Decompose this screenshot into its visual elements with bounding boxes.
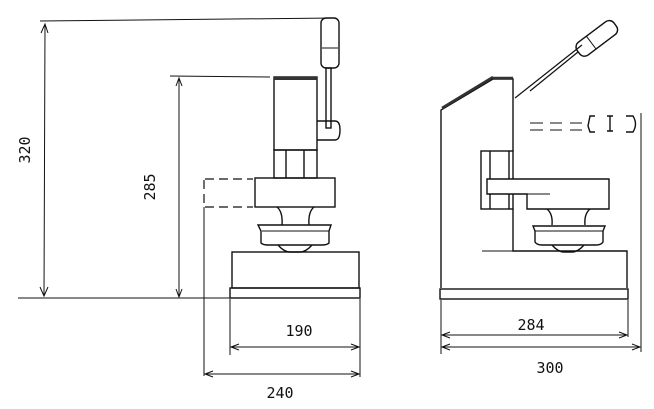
base-body — [231, 251, 360, 289]
neck — [546, 208, 591, 226]
neck — [276, 206, 315, 226]
cone — [551, 244, 585, 253]
rods — [273, 149, 318, 179]
arrow — [175, 288, 183, 299]
cutting-cup — [531, 225, 607, 246]
dim-label-320: 320 — [16, 136, 34, 163]
dim-label-284: 284 — [517, 316, 544, 334]
dim-label-300: 300 — [536, 359, 563, 377]
dim-label-285: 285 — [141, 173, 159, 200]
dim-320-ext-top — [39, 17, 335, 22]
body-lower — [512, 209, 628, 288]
cutting-cup — [256, 224, 332, 246]
front-view — [18, 17, 361, 378]
arrow — [440, 343, 451, 351]
handle-alt-position — [530, 115, 637, 133]
dim-285-ext-top — [169, 75, 271, 78]
press-head — [254, 177, 336, 208]
handle-grip — [320, 17, 340, 69]
arrow — [175, 76, 183, 87]
dim-label-240: 240 — [266, 384, 293, 402]
lever — [514, 44, 583, 99]
arrow — [203, 370, 214, 378]
column — [273, 76, 318, 151]
arrow — [618, 331, 629, 339]
dim-label-190: 190 — [285, 322, 312, 340]
arrow — [39, 286, 49, 298]
handle-knob — [317, 120, 341, 141]
frame-top-band — [441, 75, 494, 110]
lever — [529, 51, 579, 92]
arrow — [631, 343, 642, 351]
arrow — [350, 370, 361, 378]
handle-rod — [325, 67, 332, 129]
arrow — [40, 22, 49, 34]
cone — [277, 244, 313, 253]
base-plate — [229, 287, 361, 299]
base-plate — [439, 288, 629, 300]
arrow — [440, 331, 451, 339]
column-top-band — [274, 77, 317, 80]
lever-grip — [575, 19, 619, 57]
side-view — [439, 19, 642, 354]
arrow — [229, 343, 240, 351]
dim-320-line — [43, 23, 46, 297]
arrow — [350, 343, 361, 351]
